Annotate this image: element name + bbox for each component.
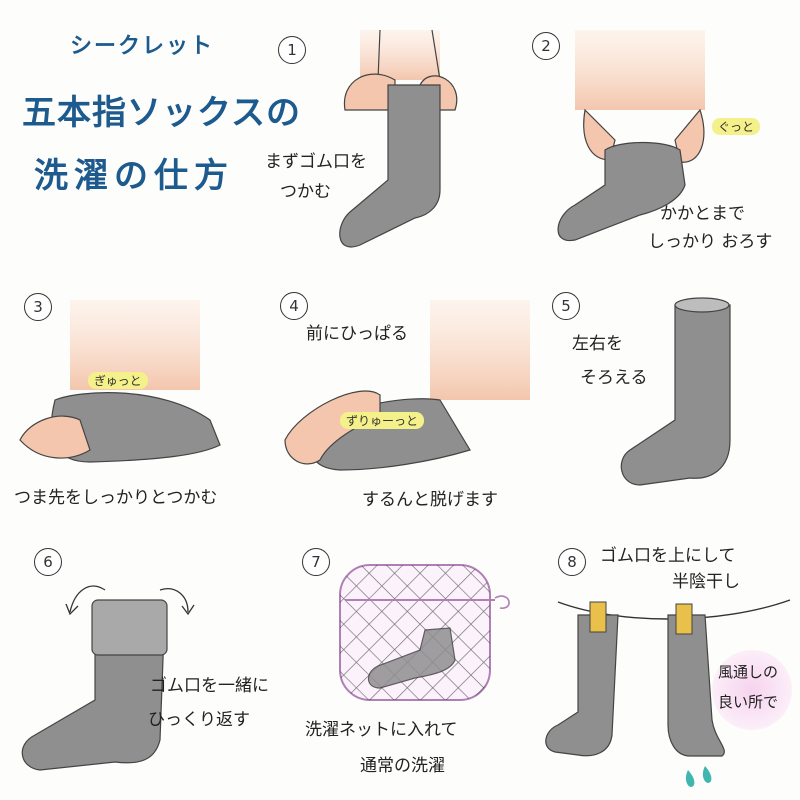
step2-number: 2 — [532, 32, 560, 60]
step1-caption-line2: つかむ — [280, 182, 331, 202]
step1-illustration — [339, 29, 458, 248]
step5-caption-line2: そろえる — [580, 368, 648, 388]
step4-caption-line1: 前にひっぱる — [306, 324, 408, 344]
step3-caption: つま先をしっかりとつかむ — [14, 488, 218, 508]
step8-illustration — [545, 599, 791, 787]
step5-caption-line1: 左右を — [572, 334, 623, 354]
step3-number: 3 — [24, 293, 52, 321]
step2-caption-line2: しっかり おろす — [648, 232, 773, 252]
step4-highlight: ずりゅーっと — [340, 412, 425, 429]
step4-caption-line2: するんと脱げます — [362, 490, 498, 510]
step8-caption-line1: ゴム口を上にして — [600, 546, 736, 566]
step8-note-line1: 風通しの — [718, 663, 779, 681]
step2-caption-line1: かかとまで — [660, 204, 745, 224]
step2-highlight: ぐっと — [712, 118, 761, 135]
step3-highlight: ぎゅっと — [88, 372, 148, 389]
step6-number: 6 — [34, 548, 62, 576]
step7-caption-line1: 洗濯ネットに入れて — [305, 720, 458, 740]
step5-illustration — [620, 297, 731, 486]
step5-number: 5 — [552, 292, 580, 320]
step8-caption-line2: 半陰干し — [672, 572, 740, 592]
step6-caption-line2: ひっくり返す — [148, 710, 250, 730]
step8-note-bubble — [712, 650, 792, 730]
step7-illustration — [339, 564, 510, 701]
step8-number: 8 — [558, 548, 586, 576]
step4-number: 4 — [280, 292, 308, 320]
title-line1: シークレット — [70, 34, 215, 59]
title-line3: 洗濯の仕方 — [34, 156, 234, 196]
title-line2: 五本指ソックスの — [22, 93, 301, 133]
step2-illustration — [557, 30, 705, 242]
step1-number: 1 — [278, 36, 306, 64]
step1-caption-line1: まずゴム口を — [265, 152, 367, 172]
step6-caption-line1: ゴム口を一緒に — [150, 676, 269, 696]
step8-note-line2: 良い所で — [718, 693, 779, 711]
step7-number: 7 — [302, 548, 330, 576]
step7-caption-line2: 通常の洗濯 — [360, 756, 445, 776]
step6-illustration — [21, 585, 195, 771]
